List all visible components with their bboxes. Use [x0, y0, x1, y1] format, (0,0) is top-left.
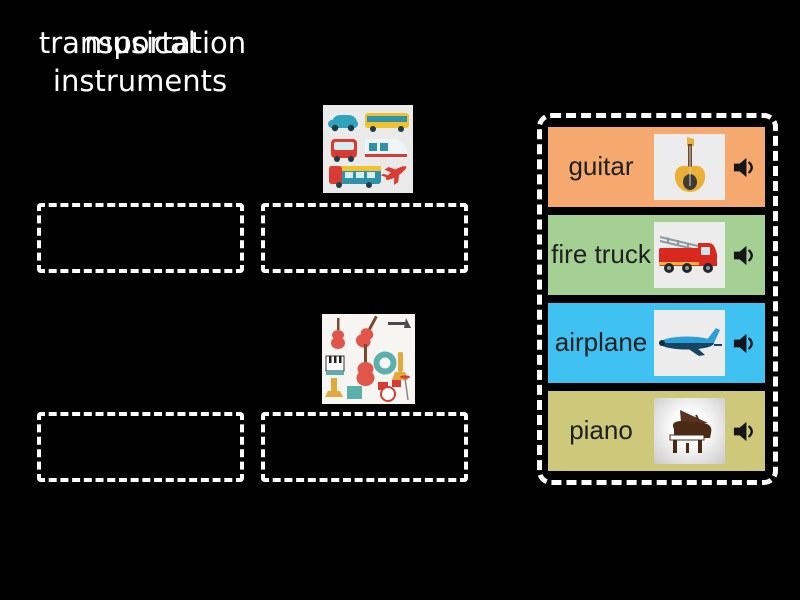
transportation-collage-image: [323, 105, 413, 193]
category-label-transportation: transportation: [38, 26, 247, 61]
speaker-icon[interactable]: [732, 331, 757, 356]
item-label: piano: [569, 415, 633, 446]
dropzone-transportation-1[interactable]: [37, 203, 244, 273]
item-label: airplane: [554, 327, 648, 358]
speaker-icon[interactable]: [732, 243, 757, 268]
speaker-icon[interactable]: [732, 155, 757, 180]
item-label: fire truck: [551, 239, 651, 270]
fire-truck-image: [654, 222, 725, 288]
dropzone-transportation-2[interactable]: [261, 203, 468, 273]
electric-guitar-image: [654, 134, 725, 200]
category-label-musical-instruments: musical instruments: [52, 26, 228, 99]
item-card-airplane[interactable]: airplane: [548, 303, 765, 383]
dropzone-musical-instruments-2[interactable]: [261, 412, 468, 482]
item-label: guitar: [568, 151, 634, 182]
item-card-fire-truck[interactable]: fire truck: [548, 215, 765, 295]
dropzone-musical-instruments-1[interactable]: [37, 412, 244, 482]
musical-instruments-collage-image: [322, 314, 415, 404]
speaker-icon[interactable]: [732, 419, 757, 444]
item-card-guitar[interactable]: guitar: [548, 127, 765, 207]
item-card-piano[interactable]: piano: [548, 391, 765, 471]
grand-piano-image: [654, 398, 725, 464]
airplane-image: [654, 310, 725, 376]
items-panel: guitar fire truck: [537, 113, 778, 485]
